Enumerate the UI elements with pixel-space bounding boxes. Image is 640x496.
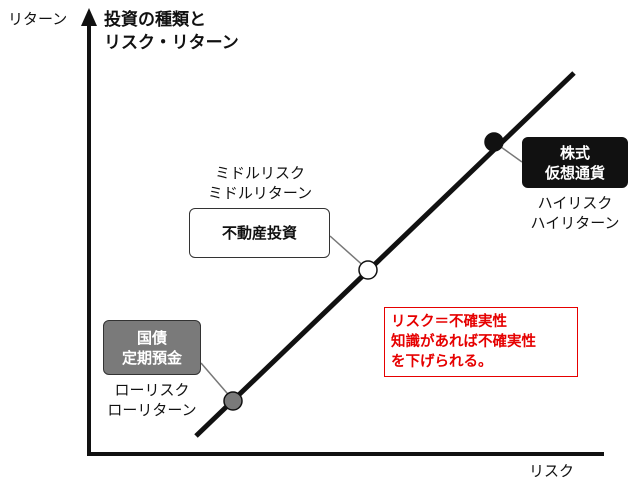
high-caption-line-1: ハイリスク <box>537 194 613 212</box>
note-line-2: 知識があれば不確実性 <box>391 334 536 350</box>
high-risk-box: 株式 仮想通貨 <box>522 137 628 188</box>
middle-caption-line-1: ミドルリスク <box>214 164 305 182</box>
high-box-line-2: 仮想通貨 <box>544 163 605 182</box>
y-axis-label: リターン <box>8 10 68 28</box>
low-risk-point <box>223 391 243 411</box>
diagram-title: 投資の種類と リスク・リターン <box>104 9 239 55</box>
high-risk-point <box>484 132 504 152</box>
title-line-2: リスク・リターン <box>104 33 239 53</box>
low-box-line-2: 定期預金 <box>121 348 182 367</box>
high-risk-caption: ハイリスク ハイリターン <box>520 193 630 233</box>
note-line-1: リスク＝不確実性 <box>391 314 507 330</box>
x-axis-label: リスク <box>529 462 575 480</box>
low-box-line-1: 国債 <box>136 328 167 347</box>
middle-box-line-1: 不動産投資 <box>221 224 297 242</box>
middle-risk-caption: ミドルリスク ミドルリターン <box>192 163 328 203</box>
low-risk-caption: ローリスク ローリターン <box>103 380 201 420</box>
middle-risk-box: 不動産投資 <box>189 208 330 258</box>
y-axis-arrowhead <box>81 8 97 26</box>
low-risk-box: 国債 定期預金 <box>103 320 201 375</box>
middle-risk-point <box>358 260 378 280</box>
high-box-line-1: 株式 <box>559 143 590 162</box>
low-caption-line-1: ローリスク <box>114 381 190 399</box>
low-caption-line-2: ローリターン <box>107 401 197 419</box>
title-line-1: 投資の種類と <box>104 10 206 30</box>
middle-caption-line-2: ミドルリターン <box>207 184 313 202</box>
note-line-3: を下げられる。 <box>391 354 493 370</box>
high-caption-line-2: ハイリターン <box>530 214 620 232</box>
uncertainty-note: リスク＝不確実性 知識があれば不確実性 を下げられる。 <box>384 307 578 377</box>
risk-return-line <box>194 71 576 438</box>
